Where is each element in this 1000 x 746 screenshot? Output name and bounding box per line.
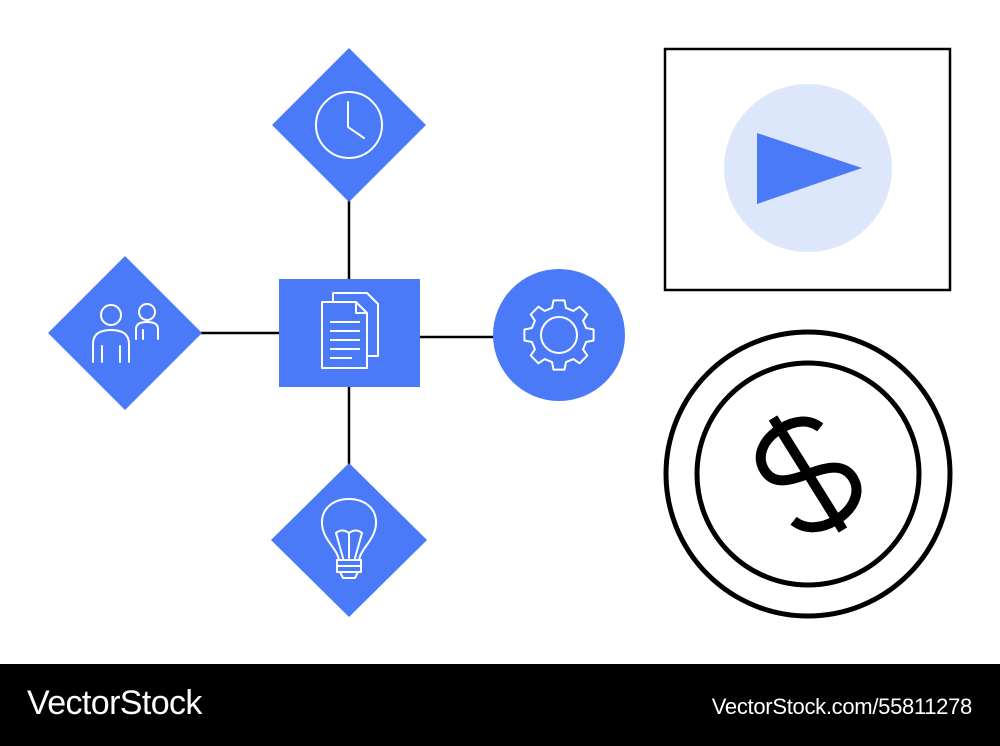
connector-lines <box>198 195 497 468</box>
users-icon <box>92 303 159 363</box>
lightbulb-icon <box>320 498 378 579</box>
clock-node <box>272 48 426 202</box>
image-id-text: VectorStock.com/55811278 <box>711 694 973 719</box>
gear-node <box>493 269 625 401</box>
dollar-coin <box>663 329 953 619</box>
dollar-icon <box>755 415 862 533</box>
lightbulb-node <box>271 463 427 617</box>
users-node <box>48 256 202 410</box>
clock-icon <box>315 91 383 159</box>
gear-icon <box>523 299 595 371</box>
document-icon <box>321 292 379 369</box>
footer-bar: VectorStock VectorStock.com/55811278 <box>0 664 1000 746</box>
center-node <box>279 279 420 387</box>
play-icon[interactable] <box>757 133 862 204</box>
brand-logo: VectorStock <box>27 684 202 722</box>
diagram-canvas <box>48 47 953 619</box>
video-player <box>663 47 952 292</box>
